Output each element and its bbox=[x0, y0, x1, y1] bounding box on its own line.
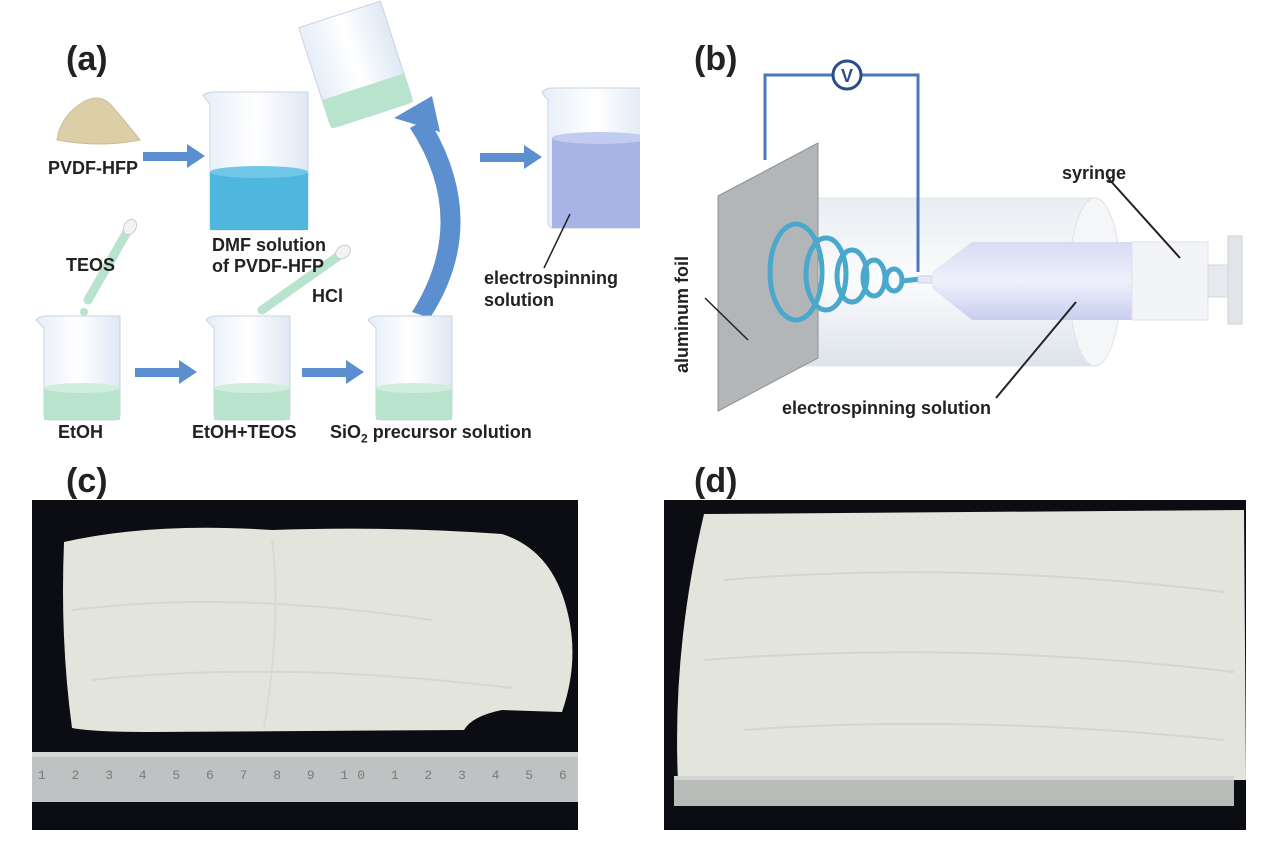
label-pvdf-hfp: PVDF-HFP bbox=[48, 158, 138, 178]
label-sio2-precursor: SiO2 precursor solution bbox=[330, 422, 532, 446]
arrow-icon bbox=[302, 360, 364, 384]
aluminum-foil-plate bbox=[717, 142, 819, 412]
voltmeter-label: V bbox=[841, 66, 853, 86]
label-dmf-line1: DMF solution bbox=[212, 235, 326, 255]
ruler-c bbox=[32, 752, 578, 802]
beaker-icon bbox=[367, 315, 453, 421]
panel-a-diagram bbox=[35, 0, 640, 421]
membrane-c bbox=[32, 527, 578, 802]
circuit-wire bbox=[763, 73, 920, 272]
panel-label-a: (a) bbox=[66, 40, 108, 78]
arrow-icon bbox=[480, 145, 542, 169]
label-teos: TEOS bbox=[66, 255, 116, 275]
panel-label-d: (d) bbox=[694, 462, 738, 500]
panel-label-c: (c) bbox=[66, 462, 108, 500]
photo-d bbox=[664, 500, 1246, 830]
beaker-icon bbox=[205, 315, 291, 421]
arrow-icon bbox=[143, 144, 205, 168]
beaker-icon bbox=[202, 91, 309, 231]
label-aluminum-foil: aluminum foil bbox=[672, 256, 692, 373]
label-syringe: syringe bbox=[1062, 163, 1127, 183]
beaker-icon bbox=[298, 0, 414, 129]
voltmeter-icon bbox=[831, 59, 863, 91]
label-dmf-line2: of PVDF-HFP bbox=[212, 256, 324, 276]
label-etoh-teos: EtOH+TEOS bbox=[192, 422, 297, 442]
arrow-icon bbox=[135, 360, 197, 384]
label-electrospinning-solution: electrospinning solution bbox=[782, 398, 992, 418]
label-etoh: EtOH bbox=[58, 422, 103, 442]
powder-icon bbox=[56, 97, 141, 145]
membrane-d bbox=[674, 510, 1246, 806]
arrow-icon bbox=[394, 96, 461, 318]
pipette-icon bbox=[80, 218, 138, 316]
collector-cylinder bbox=[758, 197, 1122, 367]
ruler-c-text: 1 2 3 4 5 6 7 8 9 10 1 2 3 4 5 6 7 8 9 2… bbox=[38, 768, 578, 783]
label-sio2-suffix: precursor solution bbox=[367, 422, 532, 442]
beaker-icon bbox=[541, 87, 640, 229]
ruler-d bbox=[674, 776, 1234, 806]
beaker-icon bbox=[35, 315, 121, 421]
photo-c: 1 2 3 4 5 6 7 8 9 10 1 2 3 4 5 6 7 8 9 2… bbox=[32, 500, 578, 830]
label-espin-line1: electrospinning bbox=[484, 268, 619, 288]
label-sio2-sub: 2 bbox=[361, 431, 368, 446]
panel-label-b: (b) bbox=[694, 40, 738, 78]
label-espin-line2: solution bbox=[484, 290, 554, 310]
label-sio2-prefix: SiO bbox=[330, 422, 362, 442]
label-hcl: HCl bbox=[312, 286, 343, 306]
syringe-icon bbox=[917, 235, 1243, 325]
spring-jet-icon bbox=[767, 221, 921, 323]
